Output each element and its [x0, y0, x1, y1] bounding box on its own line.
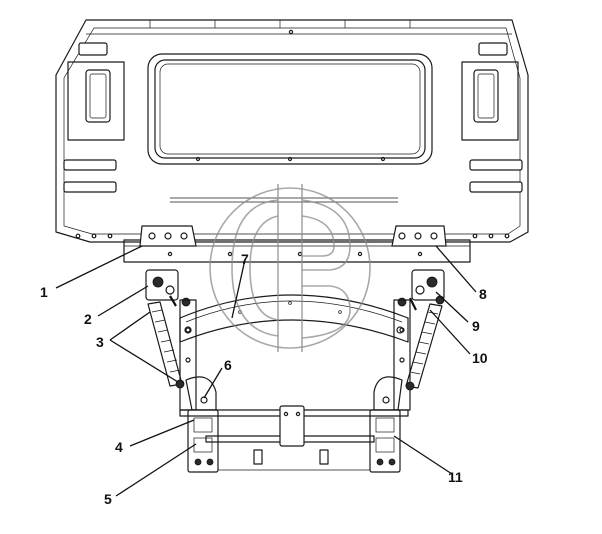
callout-3: 3: [96, 334, 104, 350]
callout-4: 4: [115, 439, 123, 455]
watermark-logo: [209, 184, 371, 352]
left-tilt-assembly: [145, 269, 219, 473]
callout-labels: 1 2 3 4 5 6 7 8 9 10 11: [40, 251, 488, 507]
callout-11: 11: [448, 469, 463, 485]
callout-7: 7: [241, 251, 249, 267]
callout-8: 8: [479, 286, 487, 302]
callout-5: 5: [104, 491, 112, 507]
lower-crossbar: [179, 405, 409, 471]
callout-10: 10: [472, 350, 488, 366]
leader-lines: [55, 245, 477, 497]
callout-1: 1: [40, 284, 48, 300]
cab-rear-panel: [55, 19, 529, 243]
callout-6: 6: [224, 357, 232, 373]
right-tilt-assembly: [369, 269, 445, 473]
arched-cross-member: [179, 294, 409, 343]
callout-2: 2: [84, 311, 92, 327]
cab-mounting-frame: [123, 225, 471, 263]
callout-9: 9: [472, 318, 480, 334]
